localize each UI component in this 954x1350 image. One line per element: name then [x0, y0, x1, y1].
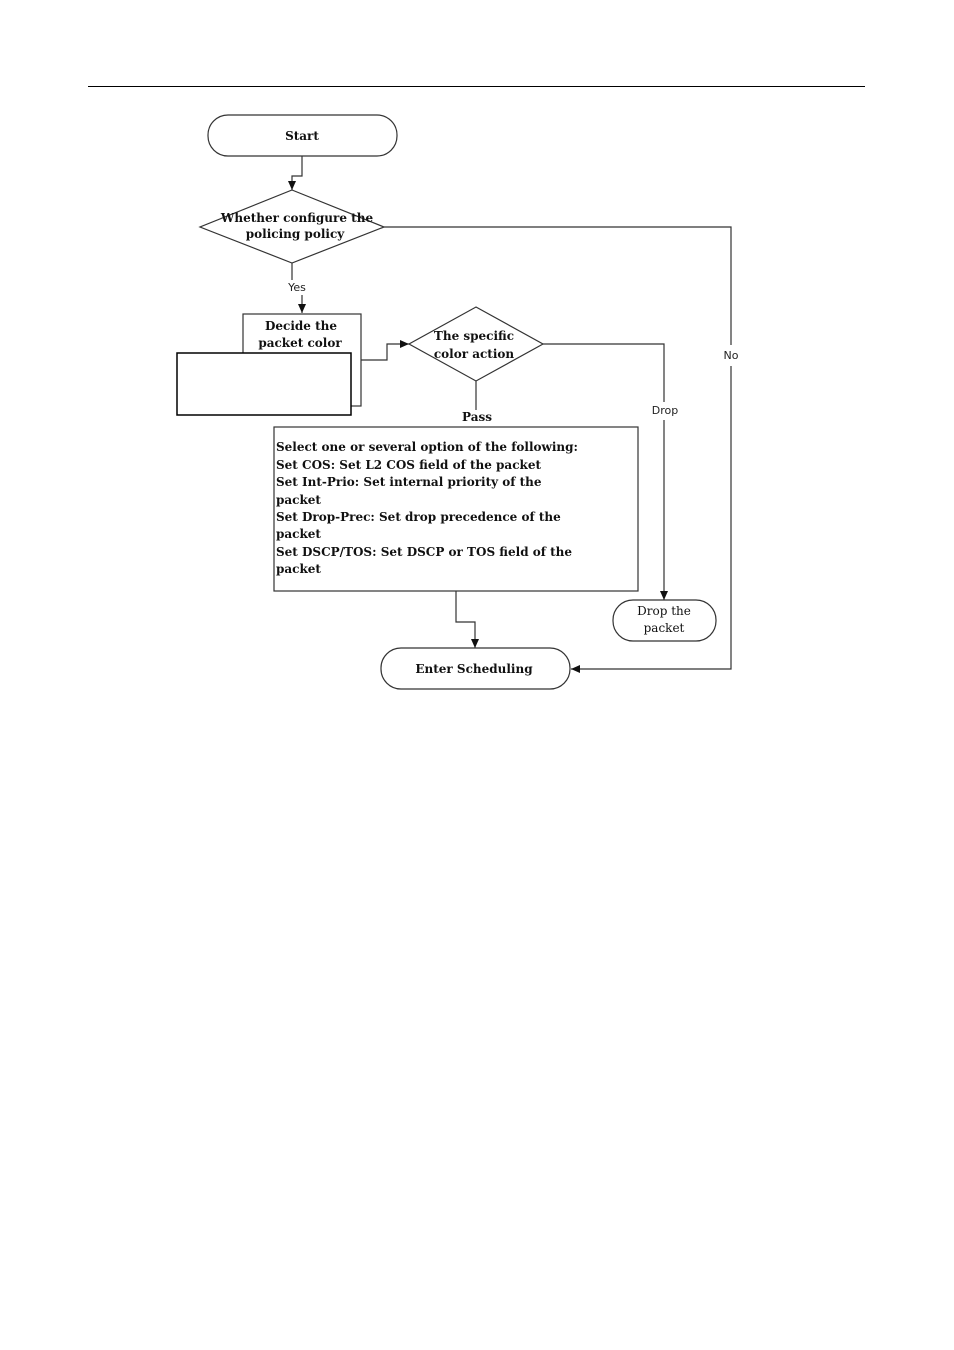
- decide-color-line2: packet color: [258, 336, 342, 350]
- option-line: packet: [276, 527, 321, 541]
- decision-policing-policy: Whether configure the policing policy: [198, 189, 386, 264]
- option-line: packet: [276, 562, 321, 576]
- process-options-box: Select one or several option of the foll…: [273, 426, 639, 592]
- option-line: Select one or several option of the foll…: [276, 440, 578, 454]
- enter-scheduling-label: Enter Scheduling: [415, 662, 533, 676]
- label-pass: Pass: [462, 410, 492, 424]
- decision-color-line2: color action: [434, 347, 515, 361]
- edge-drop-upper: [543, 343, 665, 402]
- drop-packet-line1: Drop the: [637, 604, 691, 618]
- decision-policing-line2: policing policy: [246, 227, 345, 241]
- terminal-drop-packet: Drop the packet: [612, 599, 717, 642]
- blank-overlay-box: [176, 352, 352, 416]
- option-line: Set Int-Prio: Set internal priority of t…: [276, 475, 542, 489]
- option-line: Set DSCP/TOS: Set DSCP or TOS field of t…: [276, 545, 572, 559]
- edge-no-lower: [571, 366, 732, 673]
- terminal-enter-scheduling: Enter Scheduling: [380, 647, 571, 690]
- edge-options-to-scheduling: [455, 591, 479, 648]
- edge-no-upper: [384, 226, 732, 345]
- edge-color-to-action: [361, 340, 409, 361]
- option-line: Set COS: Set L2 COS field of the packet: [276, 458, 541, 472]
- option-line: packet: [276, 493, 321, 507]
- edge-start-to-policy: [288, 156, 303, 190]
- label-drop: Drop: [652, 404, 678, 417]
- decision-color-line1: The specific: [434, 329, 514, 343]
- decision-policing-line1: Whether configure the: [220, 211, 374, 225]
- page-header-rule: [88, 86, 865, 87]
- label-yes: Yes: [287, 281, 306, 294]
- option-line: Set Drop-Prec: Set drop precedence of th…: [276, 510, 561, 524]
- start-label: Start: [285, 129, 319, 143]
- start-terminal: Start: [207, 114, 398, 157]
- label-no: No: [724, 349, 739, 362]
- decision-color-action: The specific color action: [407, 306, 545, 382]
- decide-color-line1: Decide the: [265, 319, 337, 333]
- drop-packet-line2: packet: [644, 621, 685, 635]
